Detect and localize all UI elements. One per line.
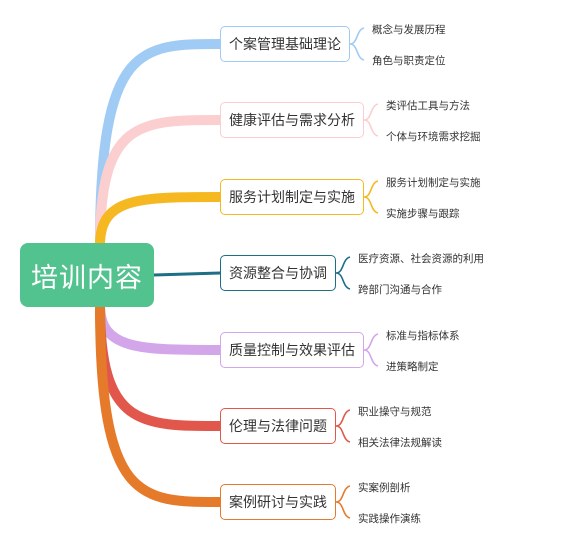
branch-node: 健康评估与需求分析 — [220, 102, 364, 138]
root-node: 培训内容 — [20, 243, 154, 307]
branch-label: 服务计划制定与实施 — [229, 190, 355, 206]
leaf-node: 职业操守与规范 — [358, 406, 432, 418]
branch-label: 个案管理基础理论 — [229, 37, 341, 53]
leaf-node: 概念与发展历程 — [372, 24, 446, 36]
branch-connector — [95, 192, 225, 250]
branch-node: 资源整合与协调 — [220, 255, 336, 291]
leaf-node: 医疗资源、社会资源的利用 — [358, 253, 484, 265]
branch-connector — [95, 300, 225, 431]
leaf-connector — [363, 180, 379, 214]
leaf-node: 标准与指标体系 — [386, 330, 460, 342]
leaf-node: 相关法律法规解读 — [358, 437, 442, 449]
leaf-node: 实践操作演练 — [358, 513, 421, 525]
leaf-node: 跨部门沟通与合作 — [358, 284, 442, 296]
branch-connector — [95, 115, 225, 250]
branch-node: 伦理与法律问题 — [220, 408, 336, 444]
branch-node: 个案管理基础理论 — [220, 26, 350, 62]
branch-connector — [152, 271, 222, 277]
branch-label: 伦理与法律问题 — [229, 419, 327, 435]
leaf-connector — [363, 103, 379, 137]
branch-node: 质量控制与效果评估 — [220, 332, 364, 368]
leaf-connector — [363, 333, 379, 367]
branch-label: 资源整合与协调 — [229, 266, 327, 282]
leaf-connector — [335, 409, 351, 443]
leaf-connector — [335, 485, 351, 519]
leaf-node: 进策略制定 — [386, 361, 439, 373]
leaf-connector — [335, 256, 351, 290]
branch-label: 质量控制与效果评估 — [229, 343, 355, 359]
branch-label: 案例研讨与实践 — [229, 495, 327, 511]
leaf-node: 实施步骤与跟踪 — [386, 208, 460, 220]
branch-node: 服务计划制定与实施 — [220, 179, 364, 215]
branch-label: 健康评估与需求分析 — [229, 113, 355, 129]
leaf-node: 个体与环境需求挖掘 — [386, 131, 481, 143]
root-label: 培训内容 — [31, 262, 143, 294]
branch-node: 案例研讨与实践 — [220, 484, 336, 520]
leaf-connector — [349, 27, 365, 61]
leaf-node: 实案例剖析 — [358, 482, 411, 494]
branch-connector — [95, 300, 225, 355]
leaf-node: 类评估工具与方法 — [386, 100, 470, 112]
leaf-node: 角色与职责定位 — [372, 55, 446, 67]
branch-connector — [95, 300, 225, 507]
leaf-node: 服务计划制定与实施 — [386, 177, 481, 189]
